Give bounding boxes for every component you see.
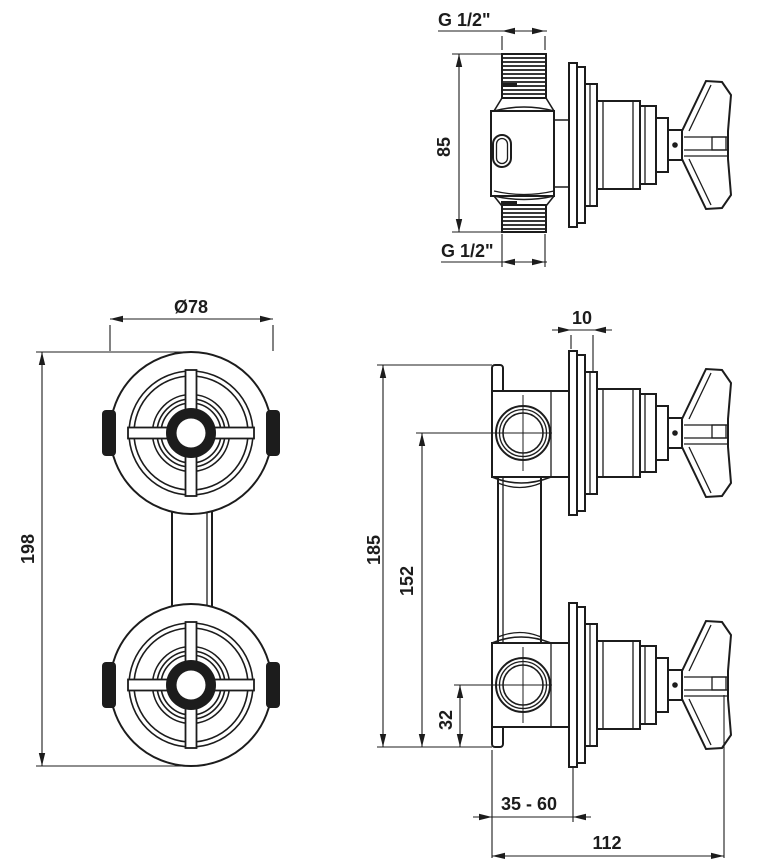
dim-handle-diameter: Ø78 xyxy=(109,297,274,351)
mount-tab-top xyxy=(491,364,504,394)
dim-label-total-depth: 112 xyxy=(592,833,621,853)
view-front: Ø78 198 xyxy=(18,297,281,767)
dim-total-height: 198 xyxy=(18,351,188,767)
dim-label-height-upper-valve: 152 xyxy=(397,566,417,596)
view-side-installed: 10 185 152 32 35 - 60 xyxy=(364,308,732,859)
dim-thread-bottom: G 1/2" xyxy=(441,234,547,267)
dim-label-plate-offset: 10 xyxy=(572,308,592,328)
connecting-body-front xyxy=(171,512,213,607)
dim-thread-top: G 1/2" xyxy=(438,10,547,50)
dim-label-total-height: 198 xyxy=(18,534,38,564)
upper-inlet-port xyxy=(495,395,552,471)
lower-inlet-port xyxy=(495,647,552,723)
mount-tab-bottom xyxy=(491,724,504,748)
dim-height-lower-valve: 32 xyxy=(436,684,496,747)
view-side-single-valve: G 1/2" 85 G 1/2" xyxy=(434,10,732,267)
dim-label-valve-height: 85 xyxy=(434,137,454,157)
dim-valve-height: 85 xyxy=(434,53,501,233)
dim-label-thread-bottom: G 1/2" xyxy=(441,241,494,261)
dim-wall-depth-range: 35 - 60 xyxy=(473,750,591,858)
body-window xyxy=(492,134,512,168)
valve-body-side xyxy=(490,97,569,207)
dim-total-depth: 112 xyxy=(492,695,725,859)
thread-top xyxy=(501,53,547,99)
thread-bottom xyxy=(501,201,547,233)
dim-height-upper-valve: 152 xyxy=(397,432,496,747)
dim-label-thread-top: G 1/2" xyxy=(438,10,491,30)
dim-label-height-lower-valve: 32 xyxy=(436,710,456,730)
dim-label-height-overall: 185 xyxy=(364,535,384,565)
dim-label-wall-depth-range: 35 - 60 xyxy=(501,794,557,814)
dim-plate-offset: 10 xyxy=(552,308,612,371)
dim-height-overall: 185 xyxy=(364,364,492,748)
dim-label-handle-diameter: Ø78 xyxy=(174,297,208,317)
connecting-pipe xyxy=(491,476,552,644)
